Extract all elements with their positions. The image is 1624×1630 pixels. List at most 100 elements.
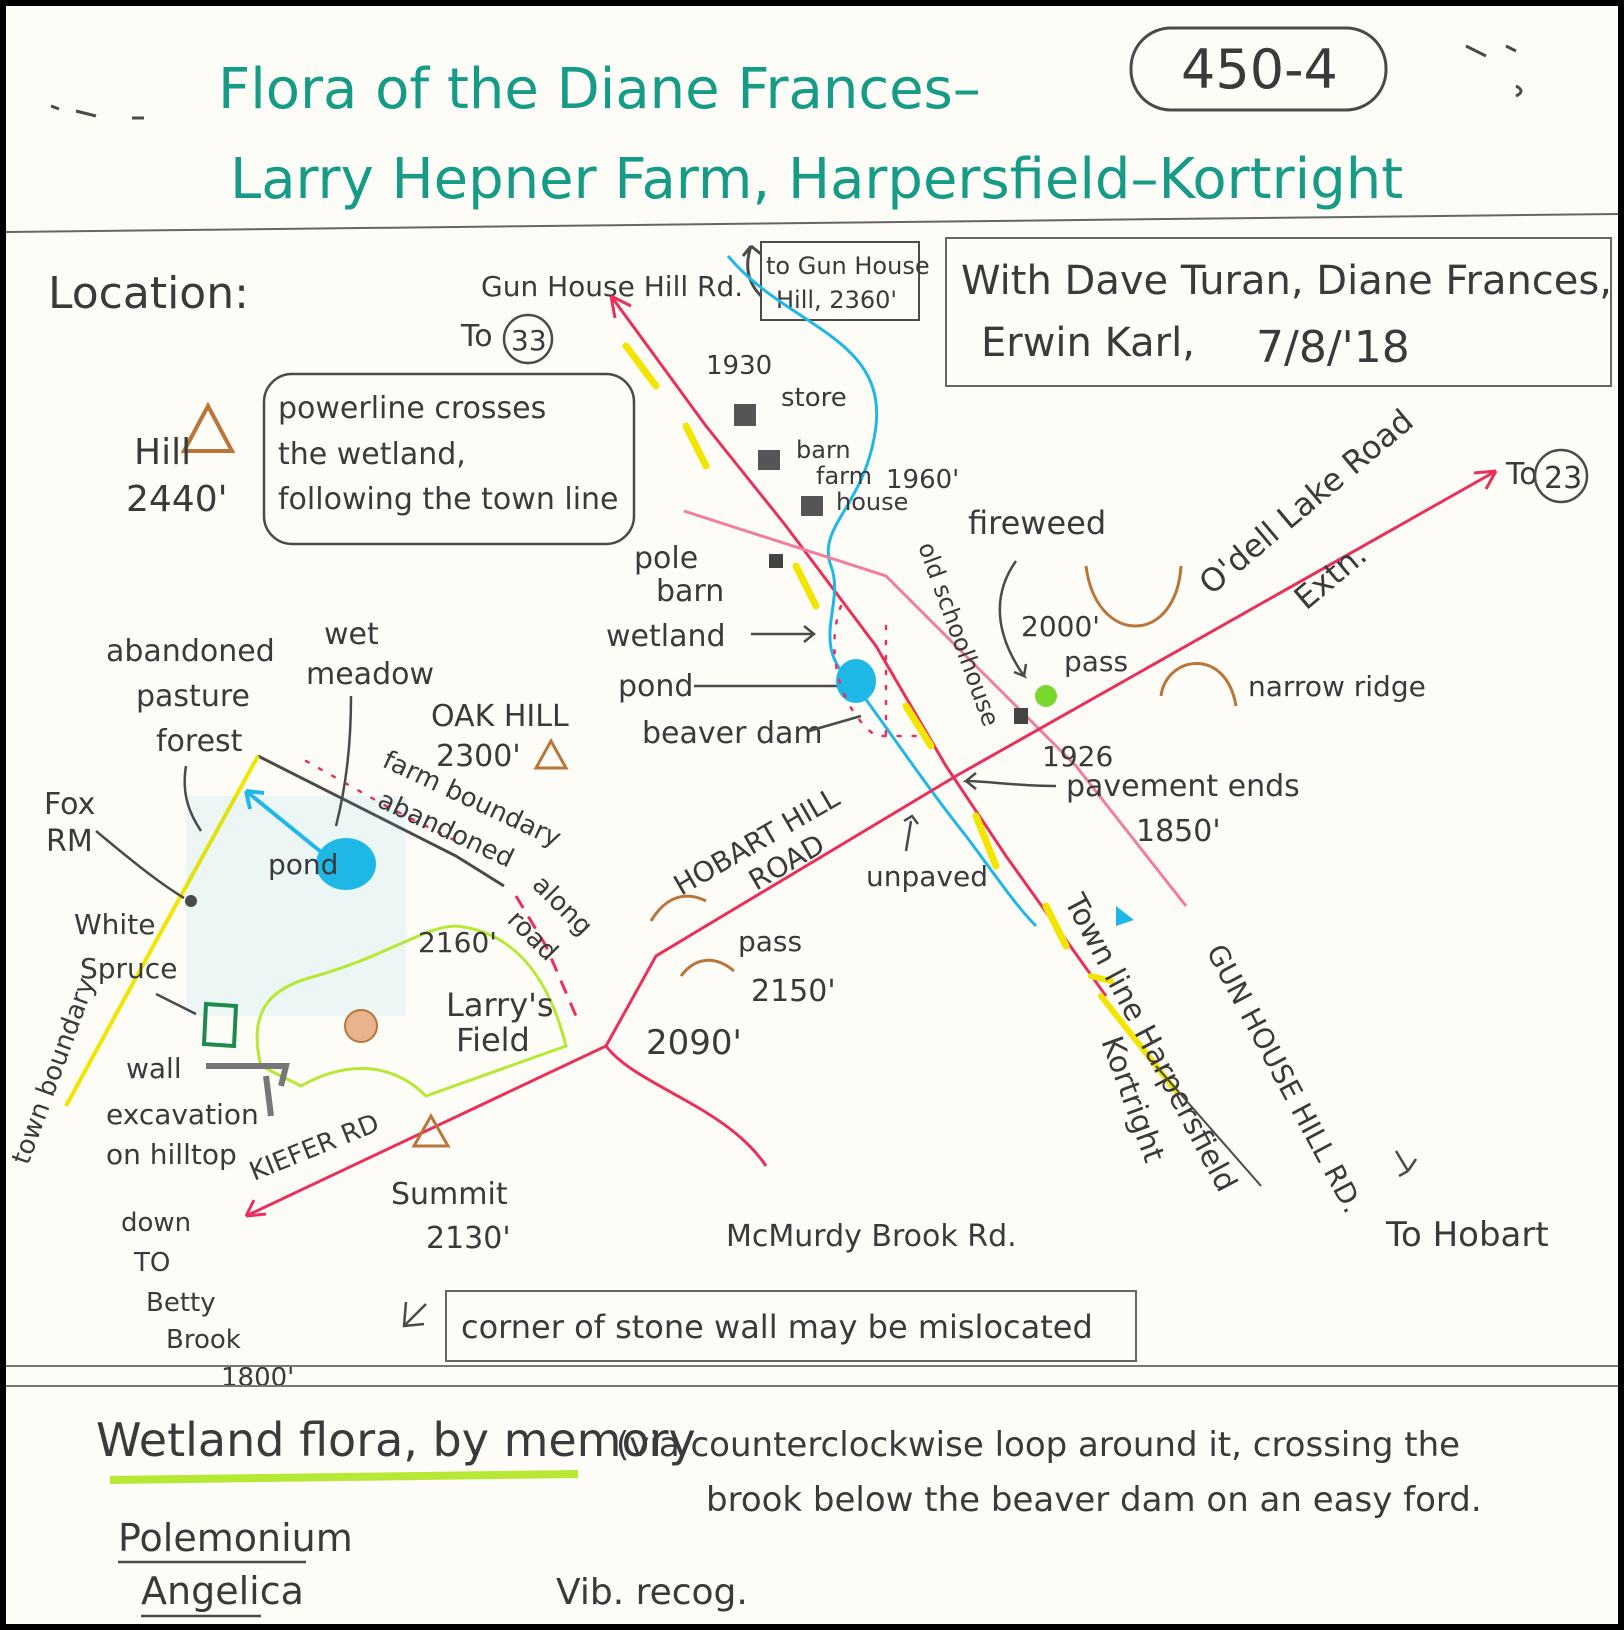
elevation-2090: 2090' [646,1023,742,1063]
powerline-note-3: following the town line [278,482,619,517]
summit-elevation: 2130' [426,1221,511,1256]
scribble-marks-left [50,104,144,120]
barn-building-icon [758,450,780,470]
down-to-label-4: Brook [166,1325,241,1355]
powerline-note-box [262,372,636,546]
house-label: house [836,488,908,516]
white-spruce-label-2: Spruce [80,952,177,985]
vib-note: Vib. recog. [556,1572,748,1613]
map-page: Flora of the Diane Frances– Larry Hepner… [6,6,1618,1624]
pass-2150-label: pass [738,925,802,958]
larrys-field-label-1: Larry's [446,986,554,1024]
pond-outflow-arrow [244,789,328,858]
odell-lake-road [245,469,1497,1218]
excavation-label-1: excavation [106,1098,259,1131]
credits-line-1: With Dave Turan, Diane Frances, & [961,258,1618,304]
wetland-pond [836,659,876,703]
summit-triangle-icon [411,1112,451,1148]
section-note-1: (via counterclockwise loop around it, cr… [616,1425,1460,1465]
stone-wall [206,1063,290,1117]
town-line-pencil [1155,1065,1262,1187]
stone-wall-note: corner of stone wall may be mislocated [461,1308,1093,1346]
farm-boundary-east [514,895,578,1017]
pass-elevation-2000: 2000' [1021,610,1100,643]
stone-wall-note-arrow [402,1301,427,1328]
down-to-label-5: 1800' [221,1363,294,1393]
to-hobart-label: To Hobart [1385,1215,1549,1255]
elevation-2160: 2160' [418,926,497,959]
farm-boundary-north [257,754,505,888]
kiefer-road-arrow [244,1199,267,1218]
wetland-arrow [751,625,817,643]
oak-hill-elevation: 2300' [436,739,521,774]
fireweed-label: fireweed [968,504,1106,542]
town-boundary-label: town boundary [6,974,101,1168]
wetland-label: wetland [606,619,726,654]
species-angelica: Angelica [141,1569,304,1613]
credits-line-2: Erwin Karl, [981,320,1195,366]
heading-highlight [109,1470,579,1484]
fireweed-dot-icon [1035,685,1057,707]
schoolhouse-icon [1014,708,1028,724]
farm-label: farm [816,462,872,490]
to-hobart-arrow [1394,1150,1418,1178]
gun-house-hill-arrow [741,244,763,298]
contour-hobart [649,894,707,922]
wet-meadow-arrow [334,695,353,827]
oak-hill-label: OAK HILL [431,699,569,734]
unpaved-arrow [903,814,919,852]
west-pond-label: pond [268,848,338,881]
powerline [683,509,1188,907]
page-number-box [1129,26,1388,112]
species-polemonium: Polemonium [118,1516,353,1560]
sketch-map: Flora of the Diane Frances– Larry Hepner… [6,26,1618,1618]
pass-label-2000: pass [1064,645,1128,678]
white-spruce-square [201,1001,239,1049]
fox-rm-label-1: Fox [44,787,95,822]
white-spruce-arrow [155,992,197,1016]
title-line-2: Larry Hepner Farm, Harpersfield–Kortrigh… [230,147,1403,212]
route-33-circle [502,313,554,365]
abandoned-pasture-label-3: forest [156,724,243,759]
route-23-circle [1533,448,1589,504]
barn-label: barn [796,436,851,464]
farmhouse-building-icon [801,496,823,516]
to-33-label: To [460,319,493,354]
scribble-marks-right [1465,44,1523,98]
credits-box [945,237,1612,387]
pole-barn-label-2: barn [656,574,724,609]
narrow-ridge-label: narrow ridge [1248,670,1426,703]
contour-pass-2150 [679,958,735,977]
stone-wall-note-box [445,1290,1137,1362]
page-number: 450-4 [1181,38,1338,101]
larrys-field-label-2: Field [456,1021,530,1059]
down-to-label-2: TO [133,1248,170,1278]
unpaved-label: unpaved [866,860,988,893]
farm-boundary-dots [304,759,458,843]
stream [726,255,1038,928]
fox-rm-dot [185,895,197,907]
mcmurdy-brook-road-label: McMurdy Brook Rd. [726,1219,1017,1254]
wall-label: wall [126,1052,182,1085]
to-23-label: To [1505,457,1538,492]
summit-label: Summit [391,1177,508,1212]
wet-meadow-label-2: meadow [306,657,434,692]
kiefer-road-label: KIEFER RD [245,1108,383,1187]
wetland-loop-route [833,604,928,738]
hilltop-excavation-mark [344,1009,378,1043]
route-33-number: 33 [511,324,547,357]
hill-name: Hill [134,432,191,473]
wetland-flora-heading: Wetland flora, by memory [96,1413,696,1467]
store-label: store [781,383,847,413]
town-line-highlight [622,342,1070,950]
credits-date: 7/8/'18 [1256,322,1410,373]
hill-elevation: 2440' [126,479,228,520]
larrys-field-boundary [255,924,568,1098]
abandoned-pasture-label-2: pasture [136,679,250,714]
abandoned-pasture-label-1: abandoned [106,634,275,669]
location-label: Location: [48,268,249,319]
wetland-pond-label: pond [618,669,693,704]
town-boundary-line [64,755,260,1107]
schoolhouse-year: 1926 [1042,740,1113,773]
to-gun-house-hill-line-1: to Gun House [766,252,930,280]
